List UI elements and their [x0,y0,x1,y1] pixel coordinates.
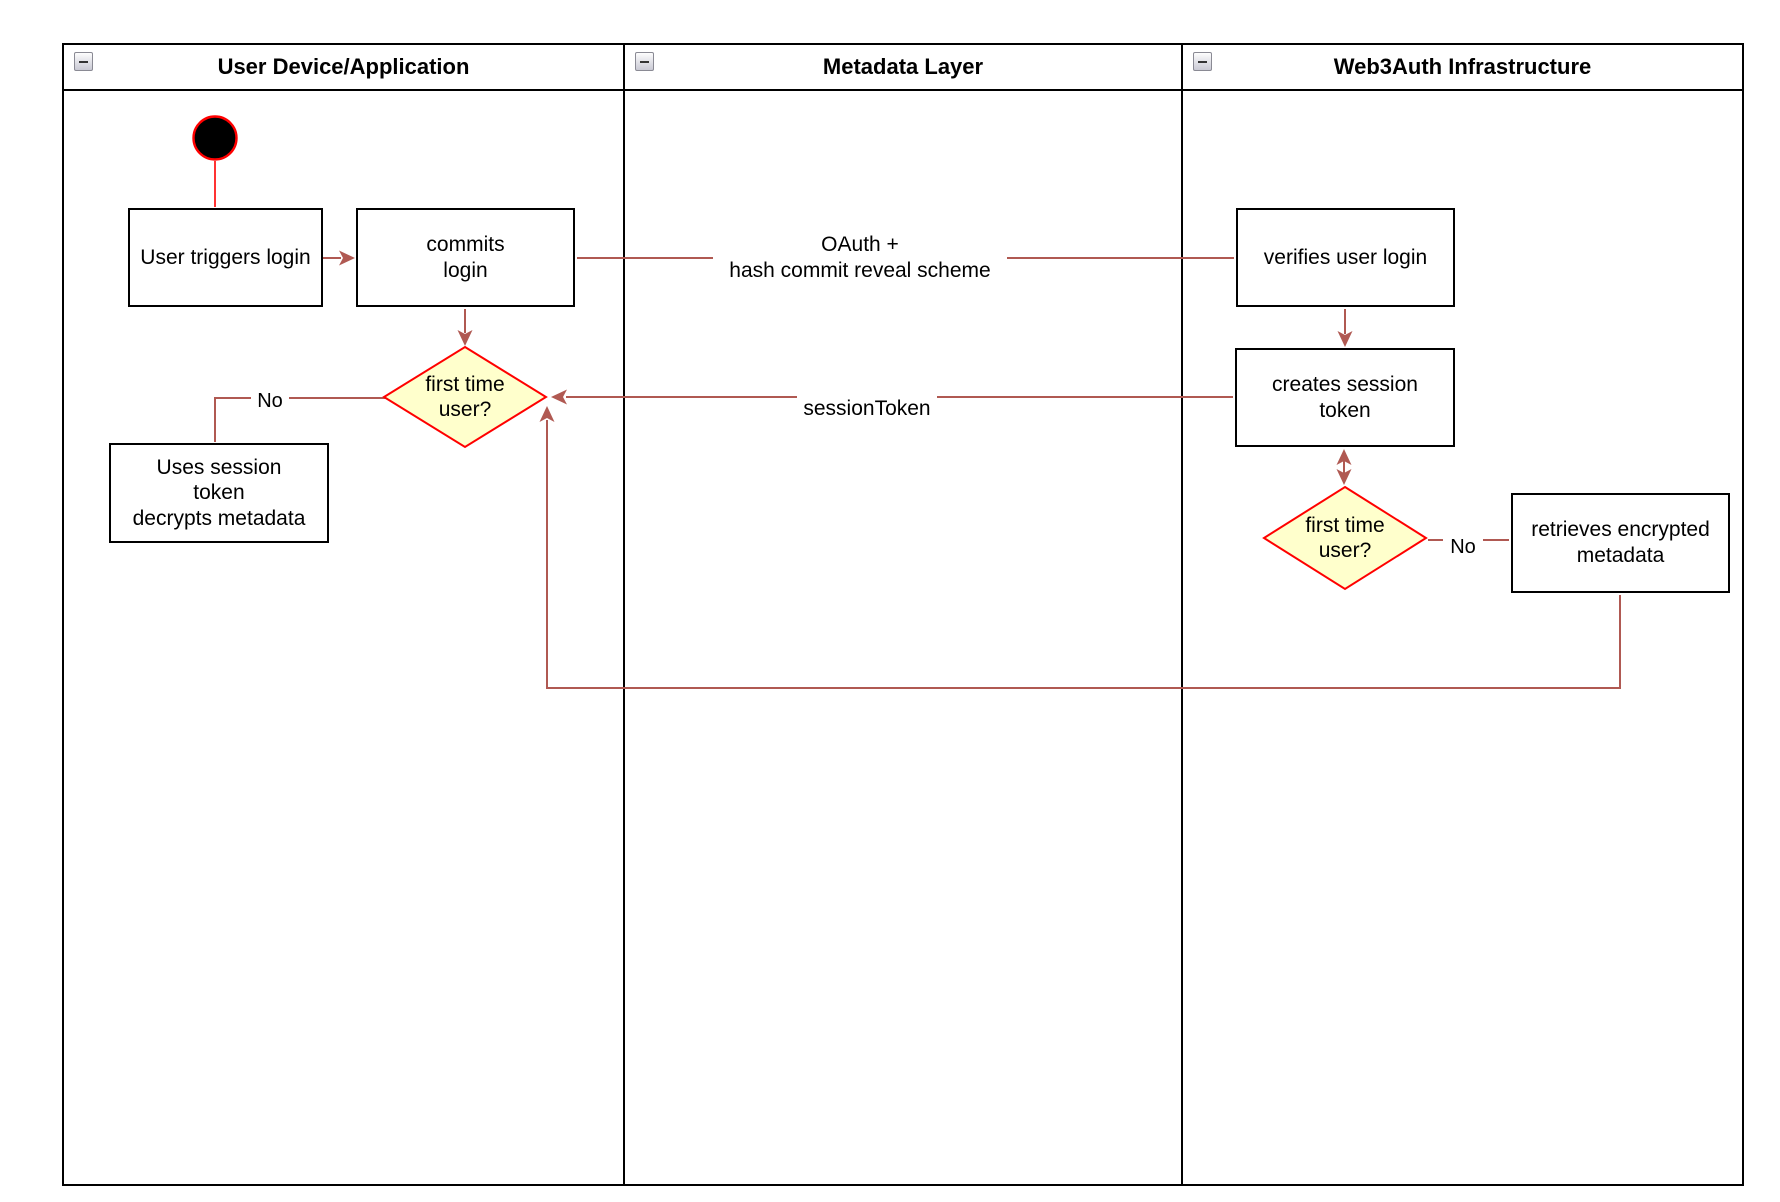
node-label: retrieves encrypted metadata [1531,518,1710,567]
edge-label-oauth[interactable]: OAuth + hash commit reveal scheme [713,230,1007,286]
lane-user-device: User Device/Application [64,45,625,1184]
lane-title-user-device: User Device/Application [217,54,470,79]
decision-label-first-time-user-infra: first time user? [1270,510,1420,566]
minus-icon [1198,60,1207,63]
arrowhead-down-icon [1337,331,1353,347]
node-label: User triggers login [140,245,311,269]
node-uses-session-token[interactable]: Uses session token decrypts metadata [109,443,329,543]
lane-header-metadata-layer[interactable]: Metadata Layer [625,45,1181,91]
edge-label-session-token[interactable]: sessionToken [797,396,937,422]
decision-text: first time user? [1305,513,1385,562]
minus-icon [79,60,88,63]
node-creates-session-token[interactable]: creates session token [1235,348,1455,447]
decision-label-first-time-user-app: first time user? [390,369,540,425]
edge-label-no-app[interactable]: No [251,390,289,413]
lane-web3auth-infrastructure: Web3Auth Infrastructure [1183,45,1742,1184]
minus-icon [640,60,649,63]
lane-title-web3auth-infrastructure: Web3Auth Infrastructure [1333,54,1592,79]
edge-label-text: sessionToken [803,396,931,420]
collapse-minus-icon-web3auth[interactable] [1193,52,1212,71]
start-node[interactable] [192,115,238,161]
edge-label-text: No [1450,535,1476,558]
edge-label-text: OAuth + hash commit reveal scheme [729,232,991,282]
node-label: commits login [426,232,505,282]
arrowhead-left-icon [551,389,567,405]
node-verifies-user-login[interactable]: verifies user login [1236,208,1455,307]
lane-header-web3auth-infrastructure[interactable]: Web3Auth Infrastructure [1183,45,1742,91]
edge-first-time-app-no-to-uses-session[interactable] [214,397,387,442]
decision-text: first time user? [425,372,505,421]
decision-first-time-user-infra[interactable] [1262,485,1428,591]
decision-first-time-user-app[interactable] [382,345,548,449]
arrowhead-up-icon [539,406,555,422]
node-label: Uses session token decrypts metadata [132,455,306,530]
lane-header-user-device[interactable]: User Device/Application [64,45,623,91]
lane-metadata-layer: Metadata Layer [625,45,1183,1184]
lane-title-metadata-layer: Metadata Layer [822,54,984,79]
node-label: verifies user login [1263,245,1428,269]
node-label: creates session token [1272,372,1418,422]
node-retrieves-encrypted-metadata[interactable]: retrieves encrypted metadata [1511,493,1730,593]
arrowhead-down-icon [1336,469,1352,485]
node-user-triggers-login[interactable]: User triggers login [128,208,323,307]
edge-retrieves-loop-to-first-time-app[interactable] [546,420,1621,689]
node-commits-login[interactable]: commits login [356,208,575,307]
edge-label-no-infra[interactable]: No [1443,535,1483,559]
collapse-minus-icon-metadata-layer[interactable] [635,52,654,71]
arrowhead-up-icon [1336,449,1352,465]
edge-label-text: No [257,390,283,412]
collapse-minus-icon-user-device[interactable] [74,52,93,71]
arrowhead-right-icon [339,250,355,266]
arrowhead-down-icon [457,330,473,346]
